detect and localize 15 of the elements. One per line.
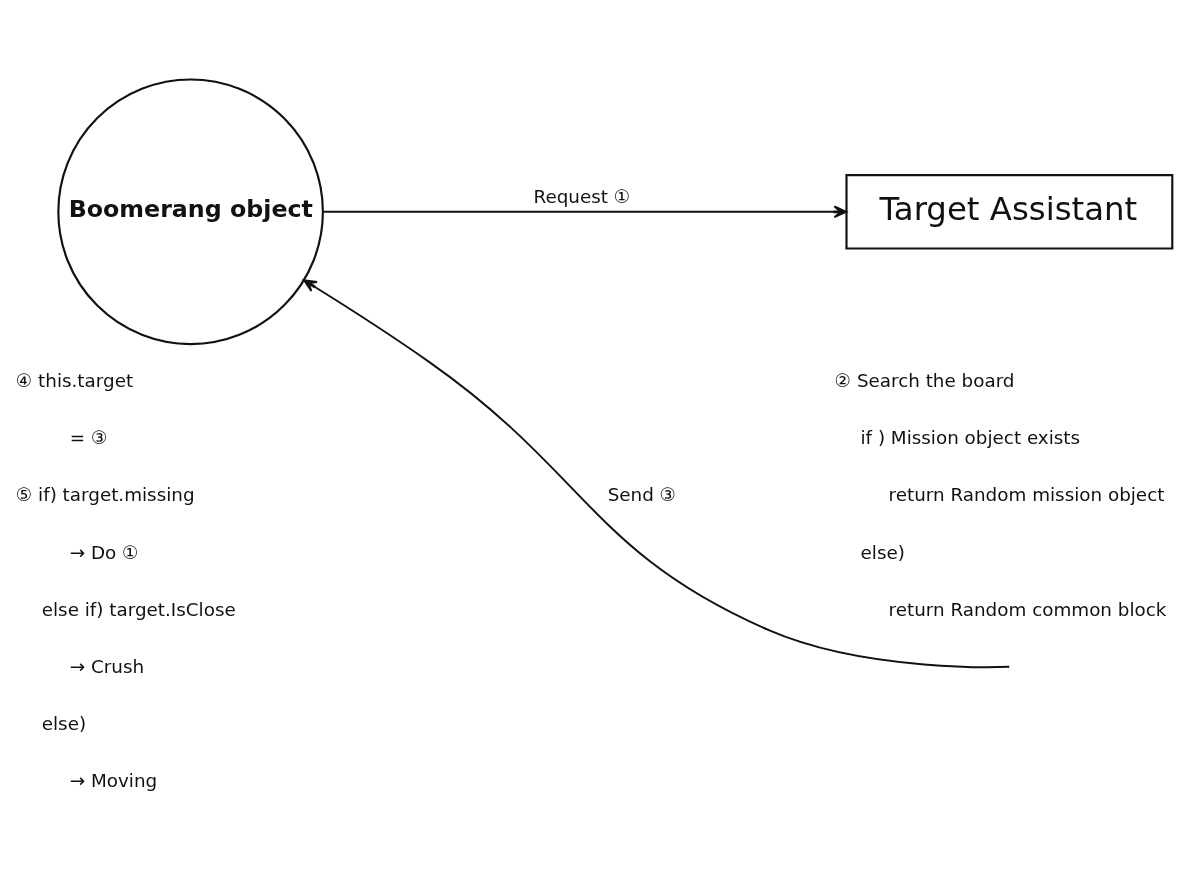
label: ⑤ if) target.missing [15,483,195,505]
edge-label: Request ① [533,185,631,207]
label: ② Search the board [834,369,1015,391]
label: else) [860,541,905,563]
label: → Do ① [69,541,139,563]
label: ④ this.target [15,369,134,391]
label: → Crush [69,655,145,677]
label: → Moving [69,769,158,791]
label: if ) Mission object exists [860,426,1081,448]
edge-label: Send ③ [607,483,677,505]
label: = ③ [69,426,108,448]
label: else if) target.IsClose [41,598,236,620]
label: return Random common block [888,598,1167,620]
label: return Random mission object [888,483,1165,505]
label: else) [41,712,87,734]
